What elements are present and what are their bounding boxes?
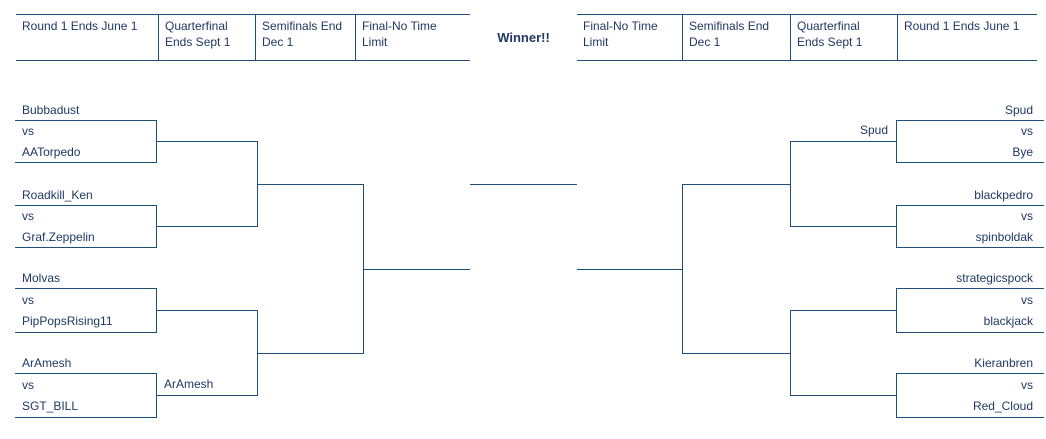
header-line1: Final-No Time <box>362 19 437 33</box>
header-round1-right: Round 1 Ends June 1 <box>897 14 1037 61</box>
header-line1: Semifinals End <box>262 19 343 33</box>
connector-line <box>790 141 791 227</box>
vs-label: vs <box>22 292 34 307</box>
player-name: Bubbadust <box>22 103 80 117</box>
connector-line <box>790 141 896 142</box>
match-right-2: blackpedro vs spinboldak <box>896 185 1044 248</box>
connector-line <box>363 269 470 270</box>
player-name: spinboldak <box>975 229 1033 244</box>
match-box: vs AATorpedo <box>15 120 157 163</box>
vs-label: vs <box>1021 292 1033 307</box>
connector-line <box>790 226 896 227</box>
header-line1: Quarterfinal <box>797 19 860 33</box>
match-left-2: Roadkill_Ken vs Graf.Zeppelin <box>15 185 157 248</box>
quarterfinal-winner-aramesh: ArAmesh <box>164 377 214 391</box>
match-left-4: ArAmesh vs SGT_BILL <box>15 353 157 418</box>
connector-line <box>790 310 896 311</box>
connector-line <box>790 395 896 396</box>
connector-line <box>682 184 790 185</box>
header-line1: Semifinals End <box>689 19 770 33</box>
player-name: Red_Cloud <box>972 399 1033 414</box>
header-line2: Limit <box>583 35 609 49</box>
header-quarterfinal-left: Quarterfinal Ends Sept 1 <box>158 14 255 61</box>
connector-line <box>790 310 791 396</box>
header-line1: Final-No Time <box>583 19 658 33</box>
champion-line <box>470 184 577 185</box>
player-name: Molvas <box>22 271 61 285</box>
vs-label: vs <box>1021 377 1033 392</box>
player-name: Spud <box>1004 103 1033 117</box>
player-name: SGT_BILL <box>22 399 79 414</box>
player-name: Graf.Zeppelin <box>22 229 95 244</box>
header-quarterfinal-right: Quarterfinal Ends Sept 1 <box>790 14 897 61</box>
header-semifinals-right: Semifinals End Dec 1 <box>682 14 790 61</box>
match-box: vs Red_Cloud <box>896 373 1044 418</box>
match-box: vs spinboldak <box>896 205 1044 248</box>
connector-line <box>157 226 257 227</box>
connector-line <box>157 310 257 311</box>
player-name: strategicspock <box>956 271 1033 285</box>
header-line2: Ends Sept 1 <box>797 35 863 49</box>
player-name: PipPopsRising11 <box>22 314 113 329</box>
vs-label: vs <box>1021 124 1033 139</box>
match-left-3: Molvas vs PipPopsRising11 <box>15 268 157 333</box>
connector-line <box>682 184 683 354</box>
match-right-3: strategicspock vs blackjack <box>896 268 1044 333</box>
player-name: blackjack <box>983 314 1033 329</box>
vs-label: vs <box>22 209 34 224</box>
match-right-1: Spud vs Bye <box>896 100 1044 163</box>
player-name: Roadkill_Ken <box>22 188 93 202</box>
vs-label: vs <box>22 377 34 392</box>
header-line2: Dec 1 <box>689 35 721 49</box>
header-round1-left: Round 1 Ends June 1 <box>16 14 158 61</box>
player-name: blackpedro <box>974 188 1033 202</box>
connector-line <box>257 184 363 185</box>
connector-line <box>577 269 682 270</box>
winner-label: Winner!! <box>497 30 550 45</box>
header-final-right: Final-No Time Limit <box>577 14 682 61</box>
vs-label: vs <box>22 124 34 139</box>
connector-line <box>257 353 363 354</box>
header-line2: Limit <box>362 35 388 49</box>
header-line2: Dec 1 <box>262 35 294 49</box>
match-box: vs blackjack <box>896 288 1044 333</box>
player-name: Bye <box>1012 144 1033 159</box>
match-box: vs SGT_BILL <box>15 373 157 418</box>
match-left-1: Bubbadust vs AATorpedo <box>15 100 157 163</box>
header-line1: Round 1 Ends June 1 <box>904 19 1020 33</box>
header-line2: Ends Sept 1 <box>165 35 231 49</box>
connector-line <box>157 141 257 142</box>
connector-line <box>682 353 790 354</box>
vs-label: vs <box>1021 209 1033 224</box>
player-name: Kieranbren <box>974 356 1033 370</box>
header-line1: Quarterfinal <box>165 19 228 33</box>
header-semifinals-left: Semifinals End Dec 1 <box>255 14 355 61</box>
player-name: ArAmesh <box>22 356 72 370</box>
player-name: AATorpedo <box>22 144 81 159</box>
quarterfinal-winner-spud: Spud <box>859 123 888 137</box>
header-final-left: Final-No Time Limit <box>355 14 470 61</box>
header-line1: Round 1 Ends June 1 <box>22 19 138 33</box>
match-box: vs Graf.Zeppelin <box>15 205 157 248</box>
match-right-4: Kieranbren vs Red_Cloud <box>896 353 1044 418</box>
match-box: vs Bye <box>896 120 1044 163</box>
match-box: vs PipPopsRising11 <box>15 288 157 333</box>
connector-line <box>157 395 257 396</box>
